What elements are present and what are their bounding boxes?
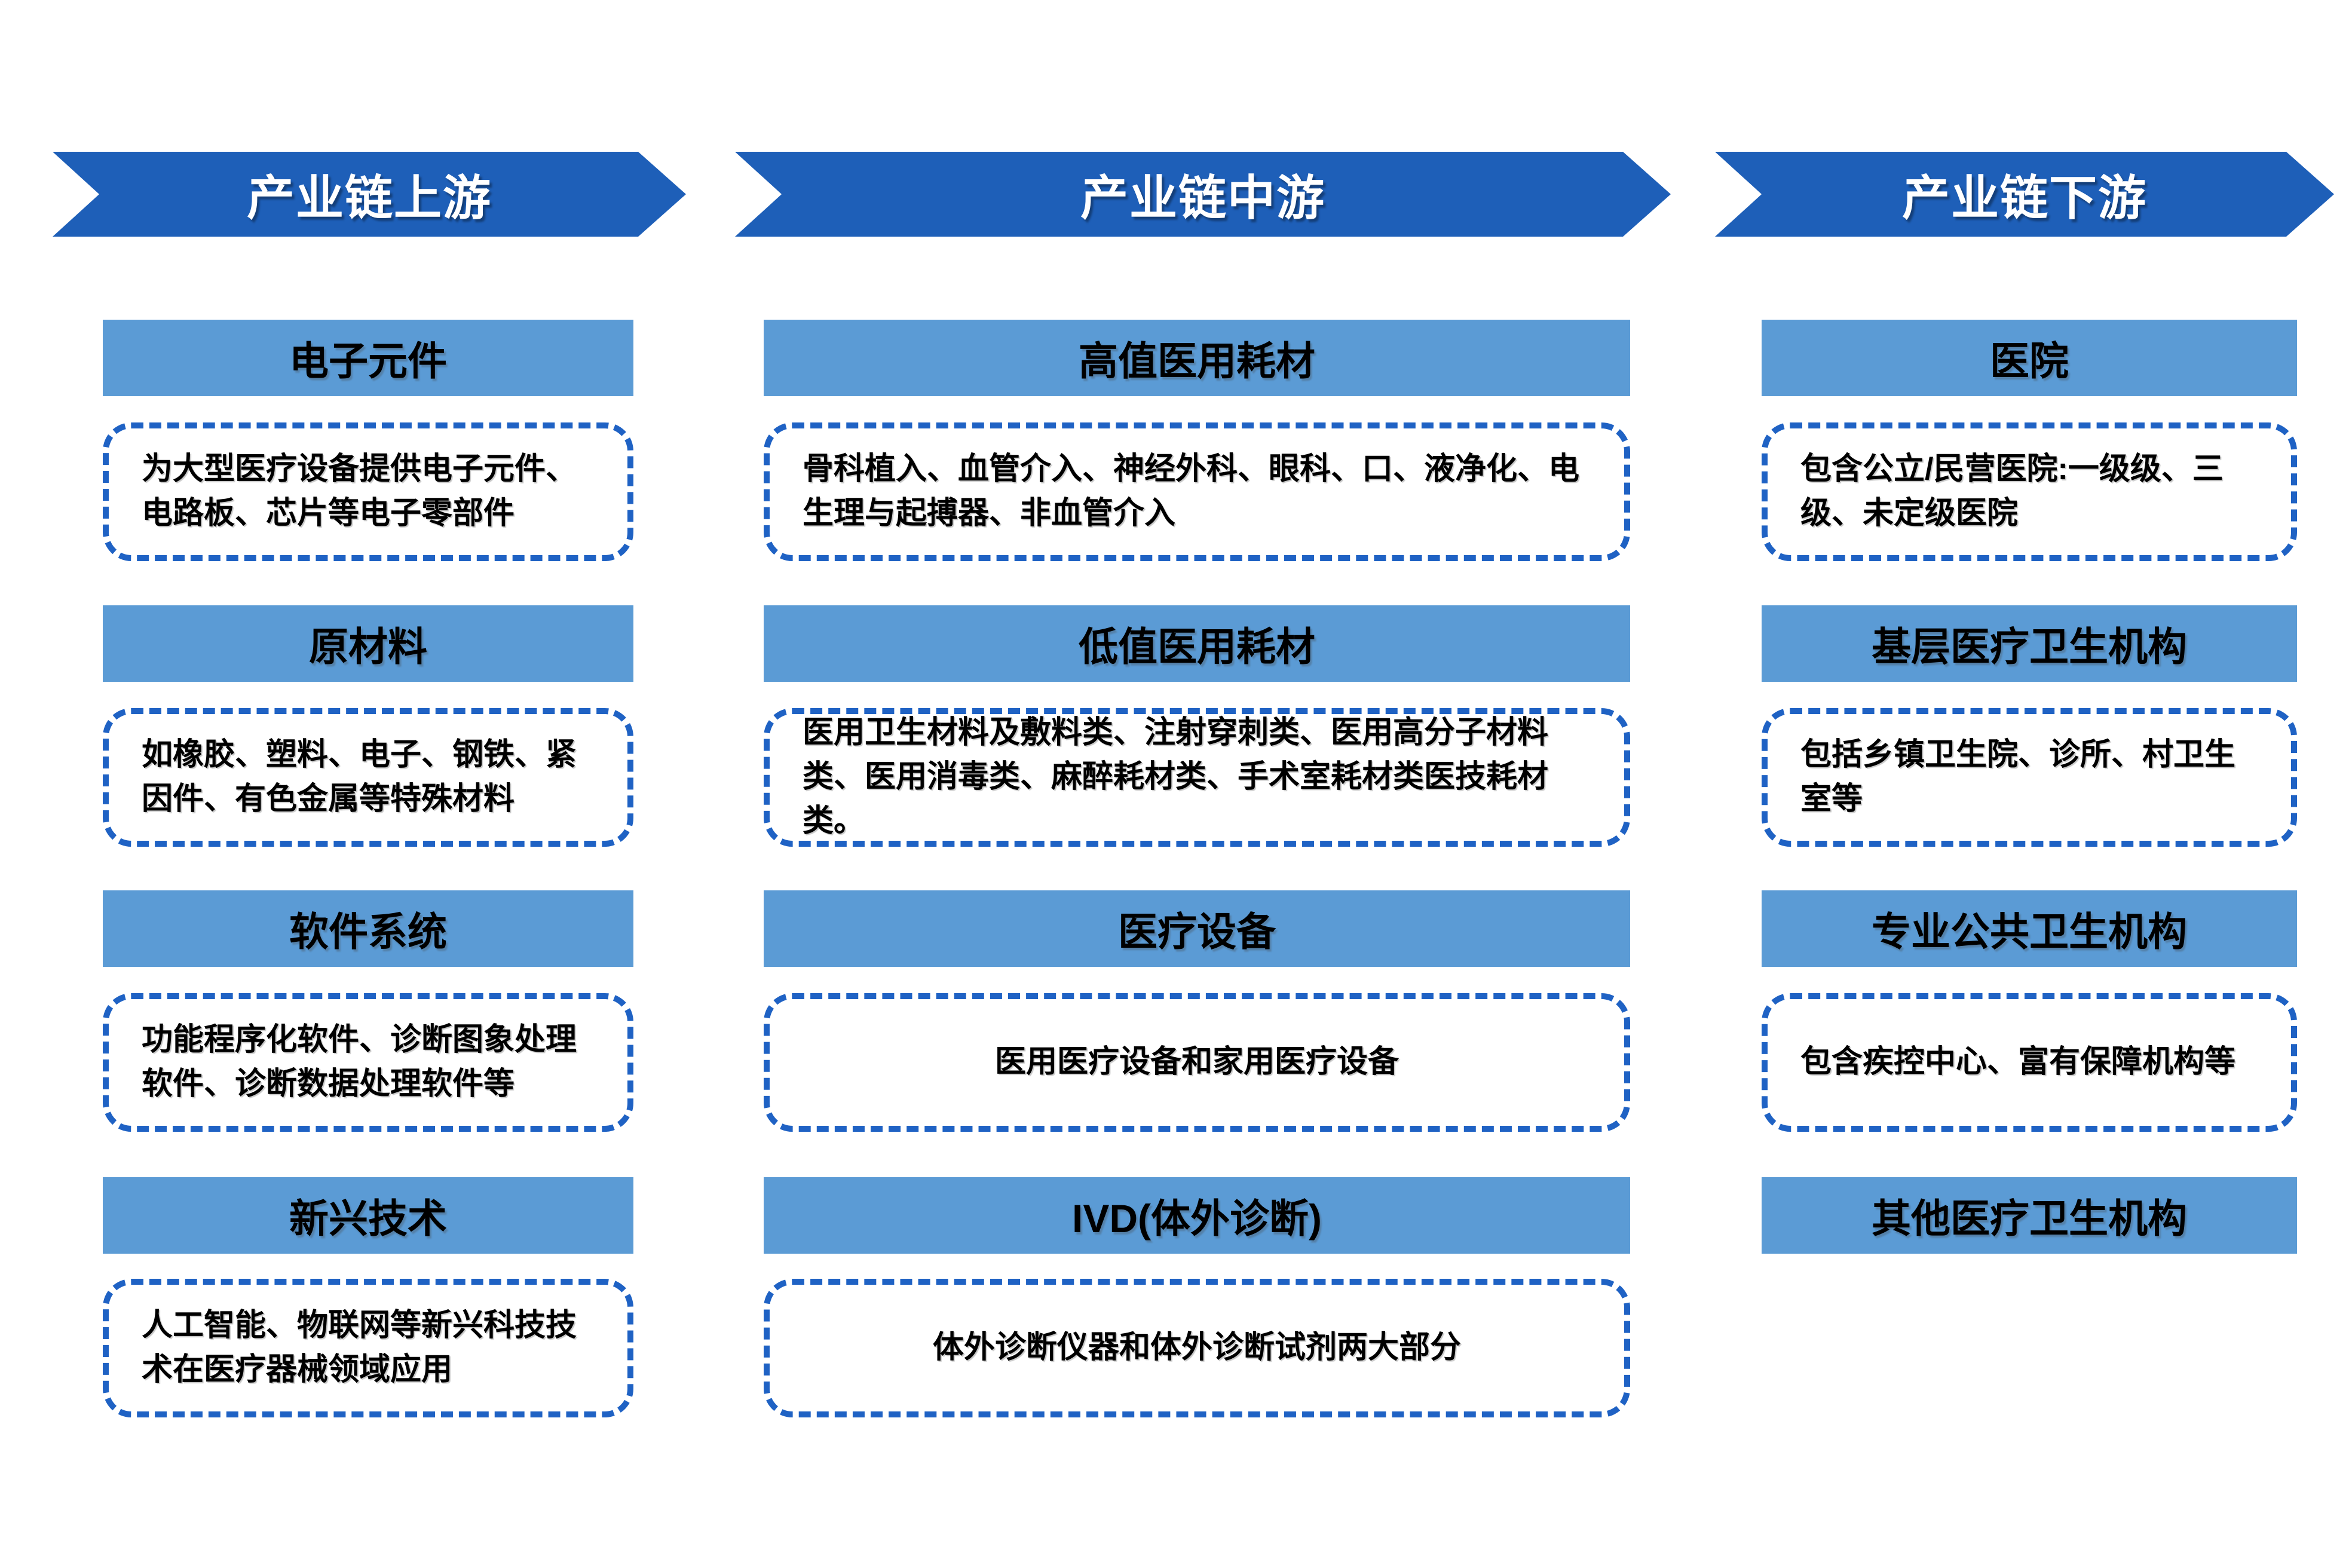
downstream-block3-desc: 包含疾控中心、富有保障机构等	[1800, 1045, 2236, 1080]
stage-arrow-midstream: 产业链中游	[735, 152, 1671, 237]
upstream-block1-desc: 为大型医疗设备提供电子元件、电路板、芯片等电子零部件	[142, 452, 577, 531]
downstream-block1-desc: 包含公立/民营医院:一级级、三级、未定级医院	[1800, 452, 2224, 531]
midstream-block3-title: 医疗设备	[1118, 909, 1276, 954]
midstream-block1-desc: 骨科植入、血管介入、神经外科、眼科、口、液净化、电生理与起搏器、非血管介入	[803, 452, 1580, 531]
upstream-block2-desc: 如橡胶、塑料、电子、钢铁、紧因件、有色金属等特殊材料	[142, 737, 577, 816]
stage-label-midstream: 产业链中游	[1080, 172, 1325, 225]
downstream-block3-title: 专业公共卫生机构	[1872, 909, 2187, 954]
upstream-block4-header: 新兴技术	[103, 1177, 633, 1254]
midstream-block2-desc-box: 医用卫生材料及敷料类、注射穿刺类、医用高分子材料类、医用消毒类、麻醉耗材类、手术…	[764, 708, 1630, 847]
stage-label-downstream: 产业链下游	[1902, 172, 2147, 225]
upstream-block4-desc-box: 人工智能、物联网等新兴科技技术在医疗器械领域应用	[103, 1279, 633, 1417]
downstream-block3-header: 专业公共卫生机构	[1762, 890, 2297, 967]
stage-label-upstream: 产业链上游	[247, 172, 492, 225]
downstream-block4-title: 其他医疗卫生机构	[1872, 1196, 2187, 1241]
stage-arrow-downstream: 产业链下游	[1715, 152, 2334, 237]
downstream-block2-title: 基层医疗卫生机构	[1872, 624, 2187, 669]
downstream-block1-desc-box: 包含公立/民营医院:一级级、三级、未定级医院	[1762, 422, 2297, 561]
midstream-block1-header: 高值医用耗材	[764, 320, 1630, 396]
upstream-block2-header: 原材料	[103, 605, 633, 682]
midstream-block2-title: 低值医用耗材	[1079, 624, 1315, 669]
downstream-block2-desc-box: 包括乡镇卫生院、诊所、村卫生室等	[1762, 708, 2297, 847]
midstream-block1-desc-box: 骨科植入、血管介入、神经外科、眼科、口、液净化、电生理与起搏器、非血管介入	[764, 422, 1630, 561]
midstream-block4-desc-box: 体外诊断仪器和体外诊断试剂两大部分	[764, 1279, 1630, 1417]
midstream-block3-header: 医疗设备	[764, 890, 1630, 967]
upstream-block4-title: 新兴技术	[289, 1196, 447, 1241]
upstream-block1-title: 电子元件	[289, 339, 447, 383]
midstream-block4-header: IVD(体外诊断)	[764, 1177, 1630, 1254]
upstream-block2-title: 原材料	[309, 624, 427, 669]
upstream-block4-desc: 人工智能、物联网等新兴科技技术在医疗器械领域应用	[142, 1308, 577, 1387]
upstream-block3-title: 软件系统	[289, 909, 447, 954]
upstream-block3-desc-box: 功能程序化软件、诊断图象处理软件、诊断数据处理软件等	[103, 993, 633, 1132]
upstream-block3-desc: 功能程序化软件、诊断图象处理软件、诊断数据处理软件等	[142, 1022, 577, 1101]
midstream-block2-desc: 医用卫生材料及敷料类、注射穿刺类、医用高分子材料类、医用消毒类、麻醉耗材类、手术…	[803, 715, 1549, 838]
downstream-block1-title: 医院	[1990, 339, 2069, 383]
downstream-block4-header: 其他医疗卫生机构	[1762, 1177, 2297, 1254]
downstream-block2-desc: 包括乡镇卫生院、诊所、村卫生室等	[1800, 737, 2236, 816]
midstream-block4-desc: 体外诊断仪器和体外诊断试剂两大部分	[932, 1330, 1461, 1365]
stage-arrow-upstream: 产业链上游	[53, 152, 686, 237]
midstream-block2-header: 低值医用耗材	[764, 605, 1630, 682]
midstream-block1-title: 高值医用耗材	[1079, 339, 1315, 383]
midstream-block4-title: IVD(体外诊断)	[1072, 1196, 1322, 1241]
downstream-block2-header: 基层医疗卫生机构	[1762, 605, 2297, 682]
upstream-block3-header: 软件系统	[103, 890, 633, 967]
upstream-block1-desc-box: 为大型医疗设备提供电子元件、电路板、芯片等电子零部件	[103, 422, 633, 561]
midstream-block3-desc-box: 医用医疗设备和家用医疗设备	[764, 993, 1630, 1132]
downstream-block1-header: 医院	[1762, 320, 2297, 396]
downstream-block3-desc-box: 包含疾控中心、富有保障机构等	[1762, 993, 2297, 1132]
midstream-block3-desc: 医用医疗设备和家用医疗设备	[994, 1045, 1399, 1080]
upstream-block2-desc-box: 如橡胶、塑料、电子、钢铁、紧因件、有色金属等特殊材料	[103, 708, 633, 847]
upstream-block1-header: 电子元件	[103, 320, 633, 396]
